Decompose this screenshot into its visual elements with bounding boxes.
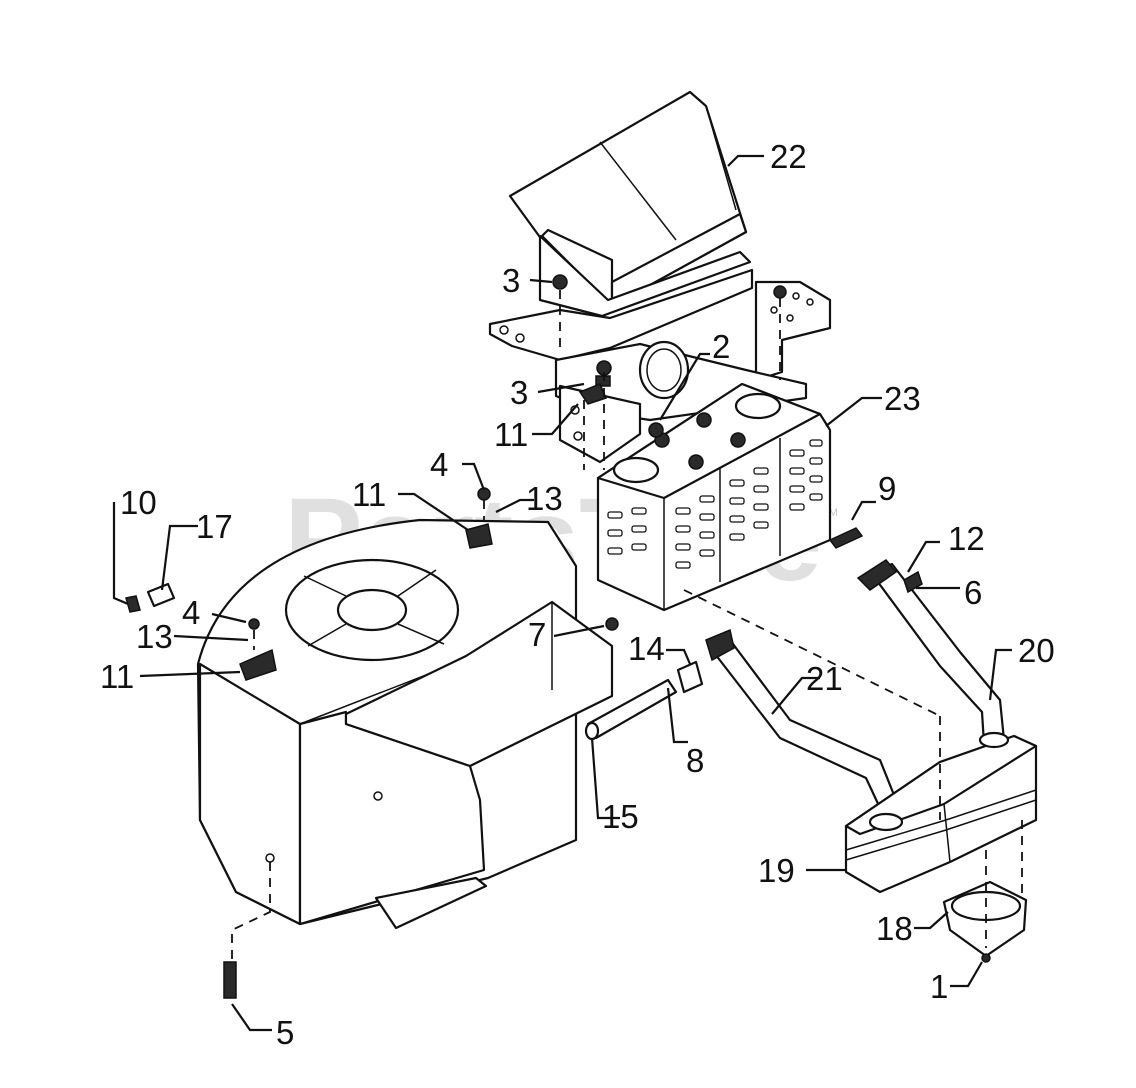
callout-15: 15 (602, 798, 639, 835)
callout-8: 8 (686, 742, 704, 779)
callout-13-lower: 13 (136, 618, 173, 655)
callout-3-lower: 3 (510, 374, 528, 411)
part-22-heat-shield (508, 90, 748, 308)
callout-4-upper: 4 (430, 446, 448, 483)
callout-10: 10 (120, 484, 157, 521)
callout-23: 23 (884, 380, 921, 417)
part-19-muffler (844, 731, 1038, 894)
callout-21: 21 (806, 660, 843, 697)
callout-11-bracket: 11 (494, 416, 528, 453)
callout-9: 9 (878, 470, 896, 507)
callout-labels: 22 3 2 3 11 23 9 4 13 11 10 17 4 13 11 7… (100, 138, 1055, 1051)
callout-20: 20 (1018, 632, 1055, 669)
callout-3-upper: 3 (502, 262, 520, 299)
leader-lines (112, 154, 1012, 1032)
alignment-lines (231, 290, 1023, 962)
part-21-exhaust-pipe (705, 628, 898, 810)
part-14-sleeve (676, 660, 704, 694)
callout-19: 19 (758, 852, 795, 889)
callout-4-lower: 4 (182, 594, 200, 631)
part-18-heat-shield (942, 880, 1028, 958)
callout-22: 22 (770, 138, 807, 175)
callout-18: 18 (876, 910, 913, 947)
callout-17: 17 (196, 508, 233, 545)
callout-6: 6 (964, 574, 982, 611)
part-15-tube (584, 678, 678, 741)
left-small-parts (125, 487, 991, 999)
part-20-exhaust-pipe (856, 559, 1006, 746)
engine-shroud (196, 518, 614, 930)
guard-vent-slots (607, 439, 823, 569)
callout-13-upper: 13 (526, 480, 563, 517)
callout-5: 5 (276, 1014, 294, 1051)
bracket-hardware (552, 274, 787, 438)
callout-2: 2 (712, 328, 730, 365)
callout-1: 1 (930, 968, 948, 1005)
callout-11-upper: 11 (352, 476, 386, 513)
callout-7: 7 (528, 616, 546, 653)
callout-12: 12 (948, 520, 985, 557)
callout-11-lower: 11 (100, 658, 134, 695)
callout-14: 14 (628, 630, 665, 667)
part-23-muffler-guard (596, 382, 832, 612)
